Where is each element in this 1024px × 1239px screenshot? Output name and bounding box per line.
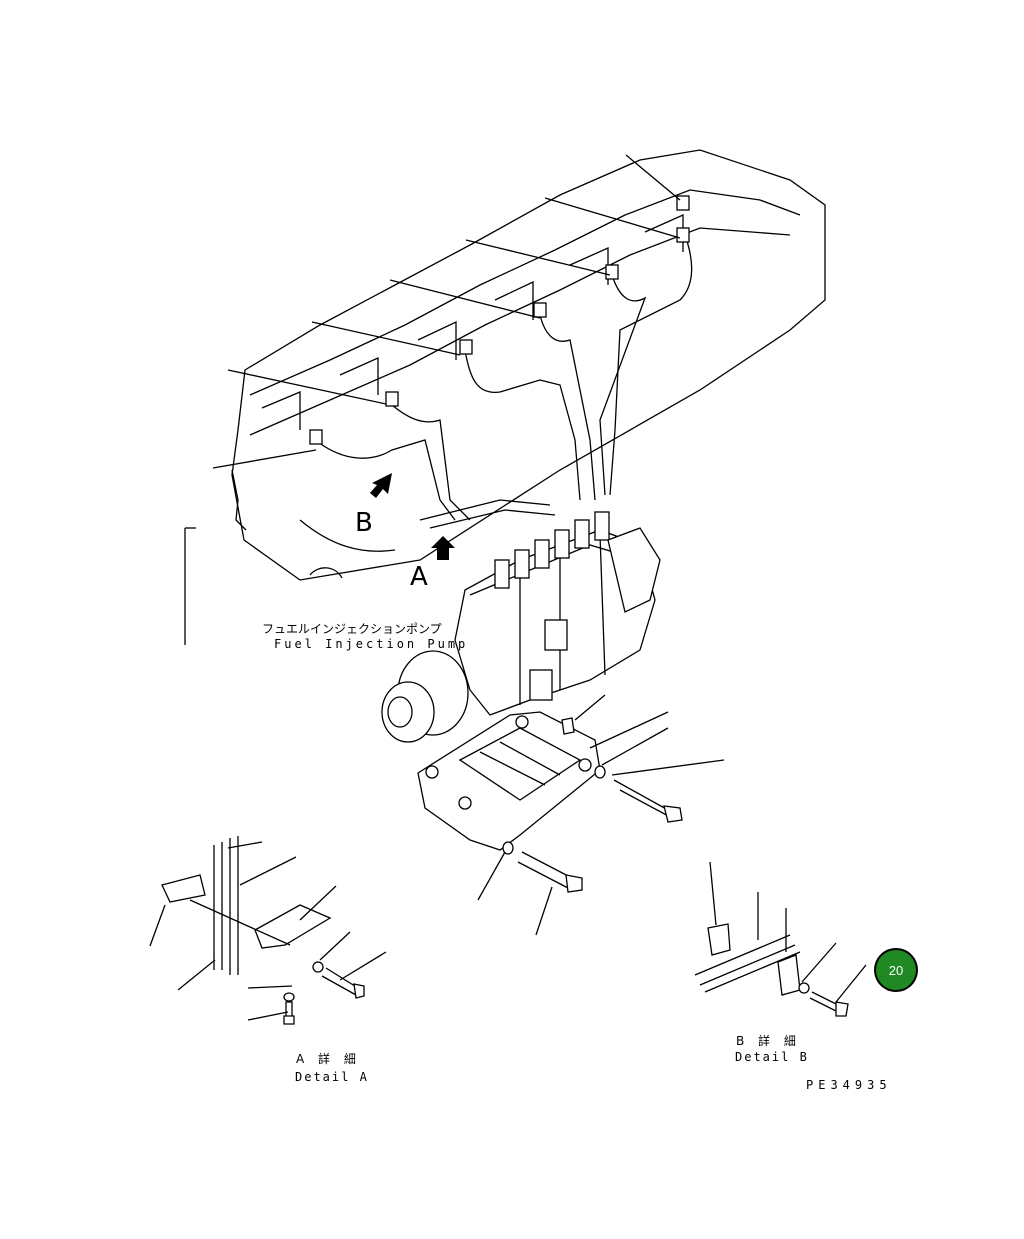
- detail-a-title-jp: A 詳 細: [296, 1052, 361, 1066]
- detail-a-title-en: Detail A: [295, 1070, 369, 1084]
- engine-block: [231, 149, 826, 581]
- part-label-en: Fuel Injection Pump: [274, 637, 469, 651]
- arrow-marker-icon: [370, 473, 455, 560]
- fuel-injection-pump: [381, 511, 661, 743]
- detail-b-title-en: Detail B: [735, 1050, 809, 1064]
- detail-b-title-jp: B 詳 細: [736, 1034, 801, 1048]
- detail-b-drawing: [694, 861, 867, 1017]
- injection-lines: [309, 195, 693, 529]
- drawing-code: PE34935: [806, 1078, 892, 1092]
- pump-bracket: [417, 711, 601, 851]
- view-a-marker: A: [410, 562, 428, 592]
- page-number-badge[interactable]: 20: [876, 950, 916, 990]
- bolts-and-washers: [477, 694, 725, 936]
- part-label-jp: フュエルインジェクションポンプ: [262, 622, 442, 636]
- view-b-marker: B: [355, 508, 373, 538]
- leader-lines-upper: [184, 154, 681, 645]
- detail-a-drawing: [149, 836, 387, 1025]
